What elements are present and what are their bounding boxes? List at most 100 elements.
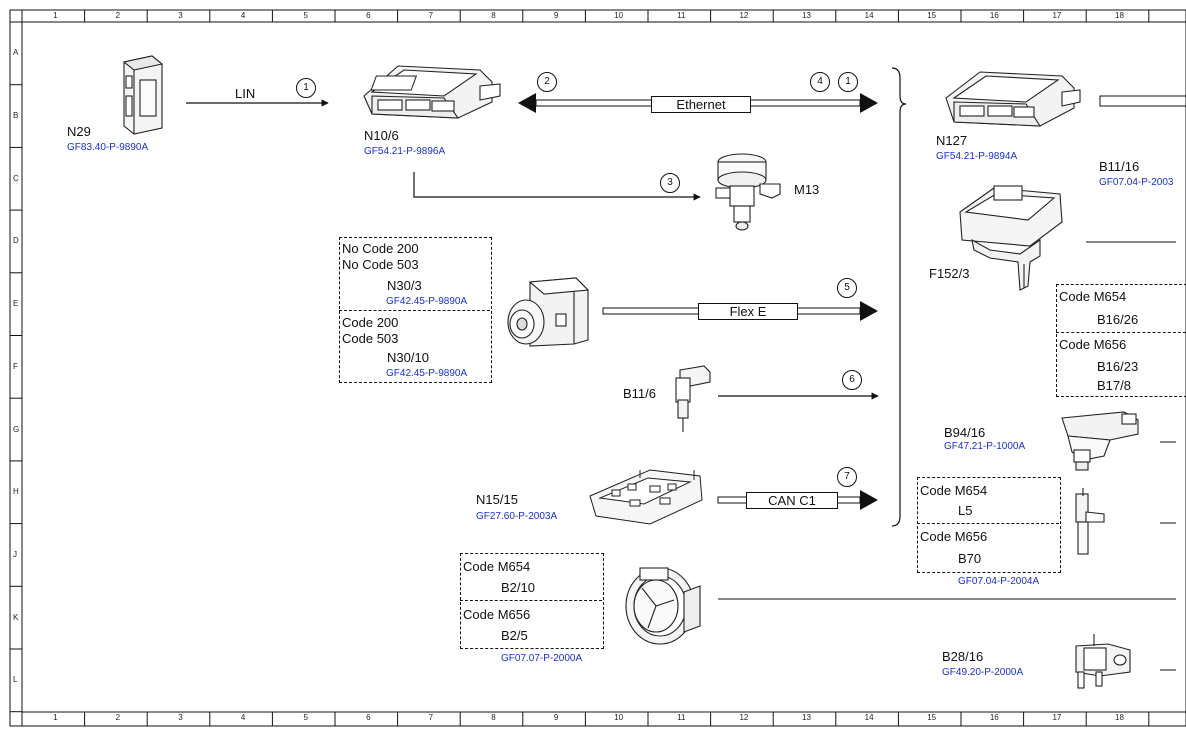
ruler-column-label: 2 <box>115 11 121 20</box>
b11-16-reference[interactable]: GF07.04-P-2003 <box>1099 178 1174 188</box>
group-brace <box>891 67 907 527</box>
right-side-lines <box>1086 95 1186 671</box>
n10-6-label: N10/6 <box>364 128 399 143</box>
ethernet-number-right-b: 1 <box>838 72 858 92</box>
b70-label: B70 <box>958 551 982 566</box>
ruler-column-label: 16 <box>989 713 999 722</box>
b28-16-label: B28/16 <box>942 649 984 664</box>
n29-sensor-drawing <box>122 55 164 135</box>
n30-3-reference[interactable]: GF42.45-P-9890A <box>386 296 468 307</box>
l5-label: L5 <box>958 503 973 518</box>
ruler-column-label: 16 <box>989 11 999 20</box>
n15-15-reference[interactable]: GF27.60-P-2003A <box>476 511 558 522</box>
ruler-row-label: E <box>13 299 19 309</box>
ruler-column-label: 3 <box>178 713 183 722</box>
flex-e-number: 5 <box>837 278 857 298</box>
ruler-column-label: 1 <box>53 713 58 722</box>
ruler-column-label: 12 <box>739 11 749 20</box>
ruler-column-label: 7 <box>428 11 434 20</box>
ruler-row-label: G <box>13 424 20 434</box>
ruler-column-label: 18 <box>1115 11 1124 20</box>
ruler-column-label: 9 <box>553 713 559 722</box>
ruler-column-label: 15 <box>927 11 937 20</box>
ruler-column-label: 17 <box>1052 11 1062 20</box>
ruler-column-label: 8 <box>491 713 496 722</box>
b16-code-box-divider <box>1056 332 1186 333</box>
n30-code-box-divider <box>339 310 490 311</box>
ruler-column-label: 13 <box>802 713 811 722</box>
ruler-row-label: L <box>13 675 18 685</box>
ruler-column-label: 9 <box>553 11 559 20</box>
ruler-column-label: 13 <box>802 11 811 20</box>
l5-code-box-divider <box>917 523 1059 524</box>
ruler-column-label: 14 <box>864 11 874 20</box>
ruler-column-label: 15 <box>927 713 937 722</box>
b2-code2: Code M656 <box>463 607 531 622</box>
b2-code-box-divider <box>460 600 602 601</box>
b16-26-label: B16/26 <box>1097 312 1139 327</box>
can-c1-label: CAN C1 <box>746 492 838 509</box>
n127-reference[interactable]: GF54.21-P-9894A <box>936 151 1018 162</box>
ruler-column-label: 4 <box>240 11 246 20</box>
ruler-column-label: 17 <box>1052 713 1062 722</box>
ruler-column-label: 1 <box>53 11 58 20</box>
b11-6-link-number: 6 <box>842 370 862 390</box>
n15-15-label: N15/15 <box>476 492 518 507</box>
b94-16-reference[interactable]: GF47.21-P-1000A <box>944 441 1026 452</box>
n30-10-code-line2: Code 503 <box>342 331 399 346</box>
b17-8-label: B17/8 <box>1097 378 1131 393</box>
n10-6-control-unit-drawing <box>363 65 501 119</box>
b2-airmass-sensor-drawing <box>625 567 701 645</box>
ruler-column-label: 11 <box>677 11 686 20</box>
ruler-column-label: 10 <box>614 713 624 722</box>
ruler-row-label: D <box>13 236 19 246</box>
m13-pump-drawing <box>715 153 781 231</box>
ruler-column-label: 5 <box>303 11 308 20</box>
b2-code-box <box>460 553 604 649</box>
n30-3-label: N30/3 <box>387 278 422 293</box>
ethernet-label: Ethernet <box>651 96 751 113</box>
b16-code1: Code M654 <box>1059 289 1127 304</box>
l5-code-box <box>917 477 1061 573</box>
ruler-column-label: 6 <box>366 713 371 722</box>
b16-23-label: B16/23 <box>1097 359 1139 374</box>
ruler-column-label: 7 <box>428 713 434 722</box>
ruler-row-label: C <box>13 173 19 183</box>
n29-label: N29 <box>67 124 91 139</box>
ruler-column-label: 2 <box>115 713 121 722</box>
b2-code1: Code M654 <box>463 559 531 574</box>
ruler-column-label: 18 <box>1115 713 1124 722</box>
b16-code-box <box>1056 284 1186 397</box>
f152-3-label: F152/3 <box>929 266 970 281</box>
can-c1-number: 7 <box>837 467 857 487</box>
l5-code1: Code M654 <box>920 483 988 498</box>
b11-16-label: B11/16 <box>1099 159 1140 174</box>
ruler-column-label: 6 <box>366 11 371 20</box>
ruler-column-label: 4 <box>240 713 246 722</box>
b11-6-sensor-drawing <box>675 365 711 432</box>
ruler-row-label: B <box>13 111 19 121</box>
ruler-column-label: 12 <box>739 713 749 722</box>
ruler-row-label: F <box>13 361 18 371</box>
l5-reference[interactable]: GF07.04-P-2004A <box>958 576 1040 587</box>
n15-15-control-drawing <box>589 469 703 525</box>
b28-16-reference[interactable]: GF49.20-P-2000A <box>942 667 1024 678</box>
b2-reference[interactable]: GF07.07-P-2000A <box>501 653 583 664</box>
lin-label: LIN <box>235 86 256 101</box>
ruler-column-label: 3 <box>178 11 183 20</box>
n29-reference[interactable]: GF83.40-P-9890A <box>67 142 149 153</box>
b94-16-sensor-drawing <box>1061 411 1139 471</box>
ruler-row-label: A <box>13 48 19 58</box>
n30-10-reference[interactable]: GF42.45-P-9890A <box>386 368 468 379</box>
b28-16-sensor-drawing <box>1075 634 1131 689</box>
ruler-column-label: 8 <box>491 11 496 20</box>
m13-label: M13 <box>794 182 820 197</box>
n30-10-code-line1: Code 200 <box>342 315 399 330</box>
ruler-column-label: 11 <box>677 713 686 722</box>
n127-label: N127 <box>936 133 968 148</box>
flex-e-label: Flex E <box>698 303 798 320</box>
f152-3-fuse-holder-drawing <box>959 185 1063 291</box>
n10-6-reference[interactable]: GF54.21-P-9896A <box>364 146 446 157</box>
ruler-column-label: 10 <box>614 11 624 20</box>
